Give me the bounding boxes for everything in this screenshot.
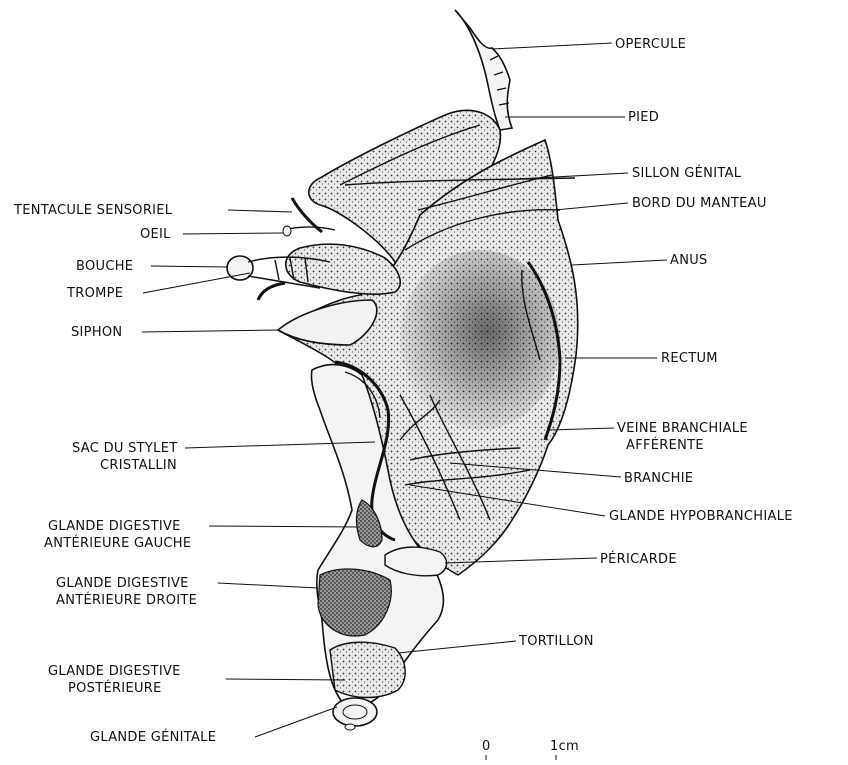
label-gd-ant-droite-2: ANTÉRIEURE DROITE [56, 592, 197, 608]
label-siphon: SIPHON [71, 325, 122, 340]
label-tortillon: TORTILLON [518, 634, 594, 649]
scale-zero: 0 [482, 739, 491, 754]
label-gd-ant-droite-1: GLANDE DIGESTIVE [56, 576, 189, 591]
head-shape [286, 244, 400, 294]
label-glande-genitale: GLANDE GÉNITALE [90, 729, 216, 745]
label-afferente: AFFÉRENTE [626, 437, 704, 453]
labels-left: TENTACULE SENSORIEL OEIL BOUCHE TROMPE S… [13, 203, 216, 745]
label-gd-ant-gauche-1: GLANDE DIGESTIVE [48, 519, 181, 534]
mollusc-drawing [227, 10, 578, 730]
scale-one-cm: 1cm [550, 739, 579, 754]
label-gd-post-2: POSTÉRIEURE [68, 680, 162, 696]
label-gd-ant-gauche-2: ANTÉRIEURE GAUCHE [44, 535, 191, 551]
label-trompe: TROMPE [66, 286, 123, 301]
label-oeil: OEIL [140, 227, 171, 242]
scale-bar: 0 1cm [482, 739, 579, 760]
label-opercule: OPERCULE [615, 37, 686, 52]
label-pied: PIED [628, 110, 659, 125]
label-sac-du-stylet: SAC DU STYLET [72, 441, 177, 456]
label-pericarde: PÉRICARDE [600, 551, 677, 567]
label-veine-branchiale: VEINE BRANCHIALE [617, 421, 748, 436]
label-rectum: RECTUM [661, 351, 718, 366]
eye-dot [283, 226, 291, 236]
posterior-coil [330, 642, 405, 697]
label-gd-post-1: GLANDE DIGESTIVE [48, 664, 181, 679]
label-cristallin: CRISTALLIN [100, 458, 177, 473]
label-branchie: BRANCHIE [624, 471, 693, 486]
label-anus: ANUS [670, 253, 708, 268]
label-tentacule-sensoriel: TENTACULE SENSORIEL [13, 203, 173, 218]
genital-gland-shape [333, 698, 377, 726]
label-sillon-genital: SILLON GÉNITAL [632, 165, 742, 181]
label-glande-hypobranchiale: GLANDE HYPOBRANCHIALE [609, 509, 793, 524]
label-bouche: BOUCHE [76, 259, 133, 274]
label-bord-du-manteau: BORD DU MANTEAU [632, 196, 767, 211]
